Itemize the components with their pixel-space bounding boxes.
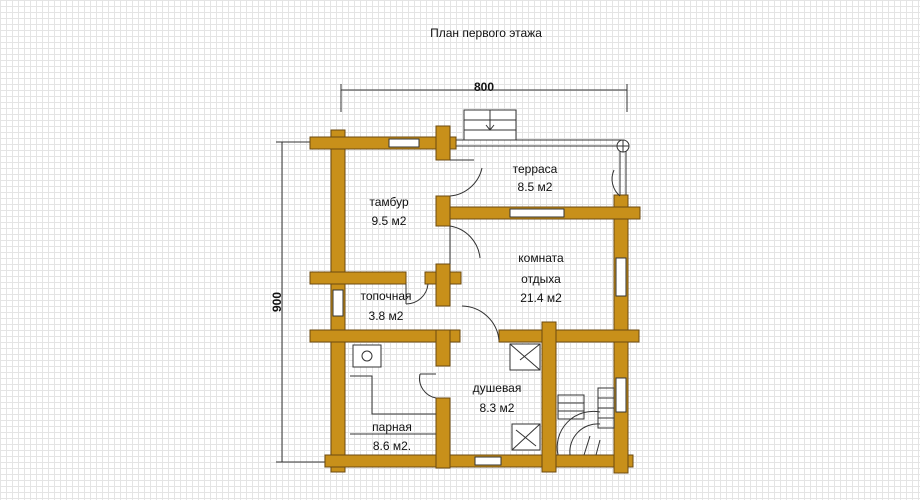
width-dimension-label: 800 <box>474 80 494 94</box>
room-terrace-area: 8.5 м2 <box>518 180 553 194</box>
wall-vestibule-terrace <box>435 125 451 161</box>
wall-vestibule-right-upper <box>435 195 451 227</box>
wall-steam-top <box>309 329 461 343</box>
room-rest-name-line1: комната <box>518 251 564 265</box>
window-shower-bottom <box>474 456 502 466</box>
wall-shower-stair <box>541 321 557 473</box>
room-furnace-name: топочная <box>361 289 412 303</box>
stove <box>352 344 382 368</box>
room-furnace: топочная 3.8 м2 <box>361 289 412 323</box>
wall-furnace-top <box>309 271 407 285</box>
room-rest-name-line2: отдыха <box>521 272 561 286</box>
wall-shower-top <box>498 329 640 343</box>
window-rest-right <box>615 257 627 297</box>
room-terrace-name: терраса <box>513 162 558 176</box>
shower-cabins <box>509 343 541 451</box>
room-rest: комната отдыха 21.4 м2 <box>518 251 564 305</box>
wall-steam-shower-upper <box>435 329 451 367</box>
terrace-railing <box>456 139 630 200</box>
wall-steam-shower-lower <box>435 397 451 469</box>
staircase <box>556 387 615 456</box>
steam-benches <box>350 375 436 435</box>
room-steam-name: парная <box>372 420 412 434</box>
doors <box>405 159 621 399</box>
room-rest-area: 21.4 м2 <box>520 291 562 305</box>
room-shower-area: 8.3 м2 <box>480 401 515 415</box>
log-walls <box>309 125 641 474</box>
window-stair-right <box>615 377 627 413</box>
wall-top-vestibule <box>309 136 457 150</box>
room-steam-area: 8.6 м2. <box>373 439 411 453</box>
room-shower-name: душевая <box>473 381 522 395</box>
room-vestibule-name: тамбур <box>369 195 409 209</box>
room-furnace-area: 3.8 м2 <box>369 309 404 323</box>
room-shower: душевая 8.3 м2 <box>473 381 522 415</box>
window-furnace <box>332 289 344 317</box>
room-terrace: терраса 8.5 м2 <box>513 162 558 194</box>
wall-furnace-right-upper <box>435 263 451 307</box>
height-dimension-label: 900 <box>270 292 284 312</box>
plan-title: План первого этажа <box>430 26 542 40</box>
width-dimension <box>340 84 628 112</box>
terrace-steps <box>463 109 517 141</box>
window-terrace-rest <box>509 208 565 218</box>
windows <box>332 138 627 466</box>
room-vestibule-area: 9.5 м2 <box>372 214 407 228</box>
height-dimension <box>276 141 330 463</box>
room-vestibule: тамбур 9.5 м2 <box>369 195 409 228</box>
window-vestibule <box>388 138 420 148</box>
room-steam: парная 8.6 м2. <box>372 420 412 453</box>
